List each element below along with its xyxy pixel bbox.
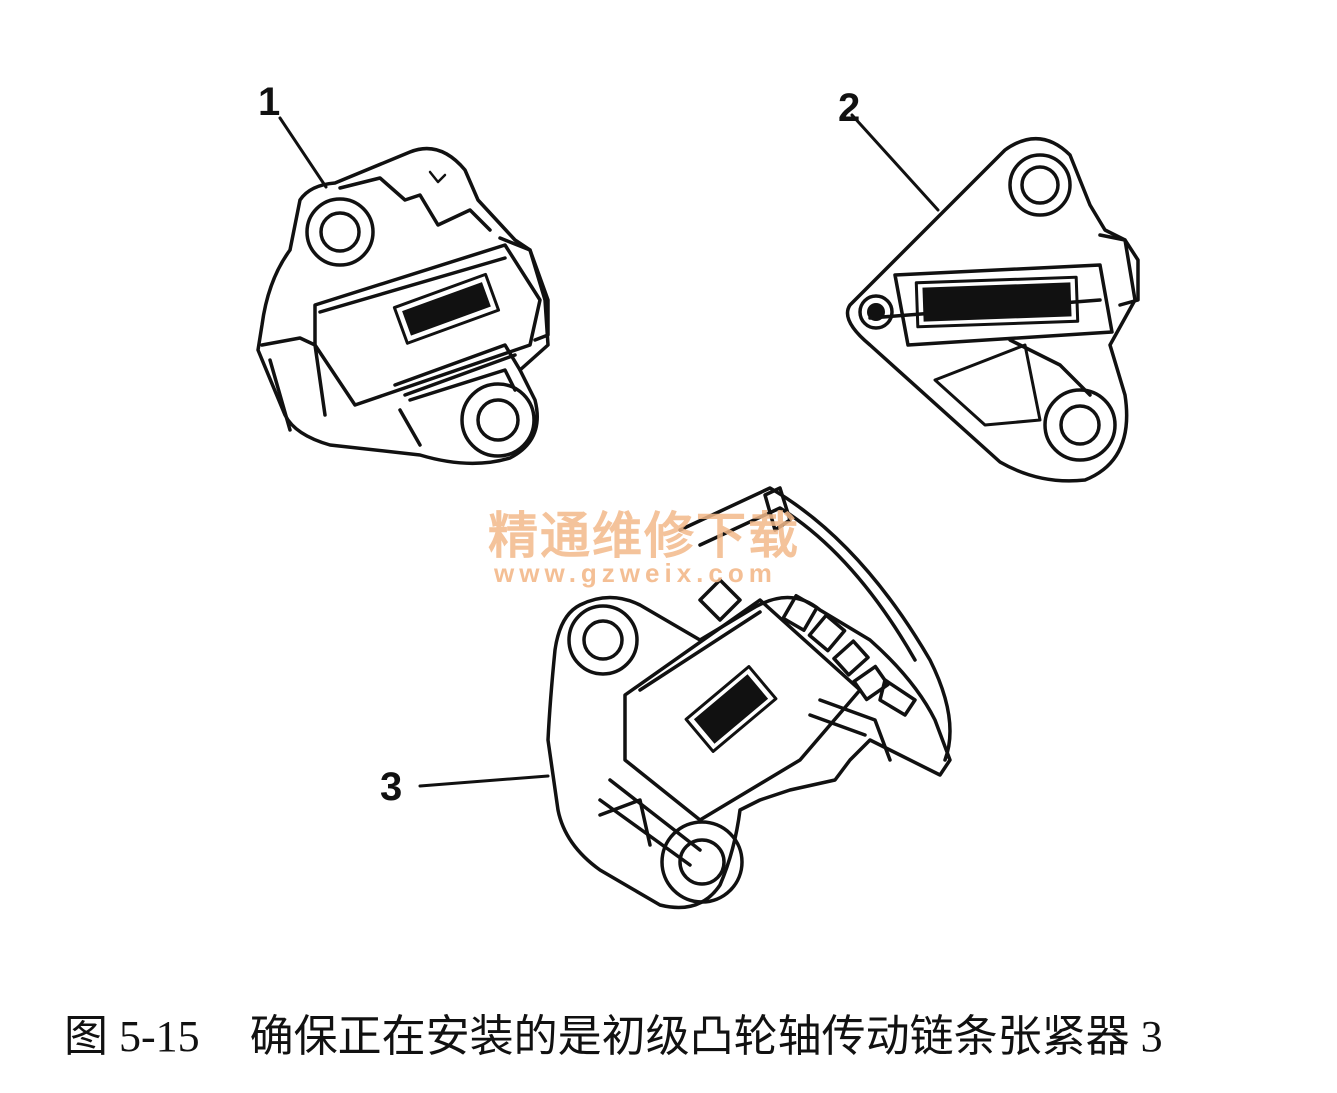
tensioner-part-3 [546, 486, 952, 910]
caption-text: 确保正在安装的是初级凸轮轴传动链条张紧器 3 [249, 1012, 1163, 1061]
callout-3: 3 [380, 765, 403, 809]
figure-number: 图 5-15 [64, 1012, 200, 1061]
tensioner-part-2 [845, 136, 1140, 483]
callout-1: 1 [258, 80, 281, 124]
watermark-text: 精通维修下载 [488, 507, 800, 565]
figure-caption: 图 5-15 确保正在安装的是初级凸轮轴传动链条张紧器 3 [64, 1000, 1163, 1064]
leader-line-2 [850, 113, 940, 212]
callout-2: 2 [838, 86, 861, 130]
watermark-url: www.gzweix.com [494, 558, 777, 588]
tensioner-part-1 [256, 146, 550, 466]
leader-line-1 [278, 116, 328, 189]
leader-line-3 [418, 774, 550, 788]
